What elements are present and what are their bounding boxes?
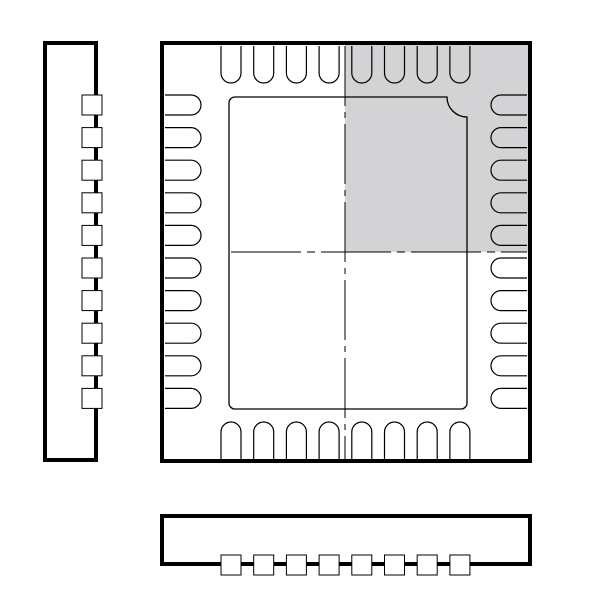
- side-view-left: [43, 41, 103, 462]
- side-lead-terminal: [81, 387, 103, 409]
- side-lead-terminal: [81, 355, 103, 377]
- top-lead-pad: [253, 46, 275, 84]
- left-lead-pad: [165, 290, 202, 312]
- right-lead-pad: [490, 322, 527, 344]
- side-lead-terminal: [81, 127, 103, 149]
- left-lead-pad: [165, 387, 202, 409]
- left-lead-pad: [165, 355, 202, 377]
- right-lead-pad: [490, 192, 527, 214]
- top-lead-pad: [416, 46, 438, 84]
- bottom-lead-terminal: [285, 554, 307, 576]
- left-lead-pad: [165, 192, 202, 214]
- top-lead-pad: [285, 46, 307, 84]
- top-lead-pad: [449, 46, 471, 84]
- side-view-bottom: [160, 514, 532, 576]
- bottom-lead-pad: [351, 421, 373, 459]
- right-lead-pad: [490, 355, 527, 377]
- side-lead-terminal: [81, 322, 103, 344]
- package-body-side-view: [43, 41, 98, 462]
- side-lead-terminal: [81, 290, 103, 312]
- bottom-lead-pad: [220, 421, 242, 459]
- bottom-lead-terminal: [351, 554, 373, 576]
- top-lead-pad: [351, 46, 373, 84]
- bottom-lead-terminal: [416, 554, 438, 576]
- left-lead-pad: [165, 224, 202, 246]
- top-view: [165, 46, 527, 459]
- bottom-lead-pad: [253, 421, 275, 459]
- left-lead-pad: [165, 127, 202, 149]
- side-lead-terminal: [81, 224, 103, 246]
- bottom-lead-terminal: [220, 554, 242, 576]
- exposed-thermal-pad: [228, 96, 468, 410]
- side-lead-terminal: [81, 257, 103, 279]
- side-lead-terminal: [81, 192, 103, 214]
- right-lead-pad: [490, 127, 527, 149]
- bottom-lead-terminal: [449, 554, 471, 576]
- side-lead-terminal: [81, 159, 103, 181]
- top-lead-pad: [220, 46, 242, 84]
- bottom-lead-pad: [383, 421, 406, 459]
- right-lead-pad: [490, 159, 527, 181]
- right-lead-pad: [490, 387, 527, 409]
- right-lead-pad: [490, 290, 527, 312]
- bottom-lead-pad: [318, 421, 340, 459]
- package-body-top-view: [160, 41, 532, 463]
- package-body-bottom-view: [160, 514, 532, 566]
- left-lead-pad: [165, 94, 202, 116]
- bottom-lead-terminal: [253, 554, 275, 576]
- right-lead-pad: [490, 224, 527, 246]
- top-lead-pad: [383, 46, 406, 84]
- left-lead-pad: [165, 159, 202, 181]
- left-lead-pad: [165, 257, 202, 279]
- bottom-lead-terminal: [318, 554, 340, 576]
- top-lead-pad: [318, 46, 340, 84]
- side-lead-terminal: [81, 94, 103, 116]
- bottom-lead-pad: [285, 421, 307, 459]
- right-lead-pad: [490, 257, 527, 279]
- left-lead-pad: [165, 322, 202, 344]
- bottom-lead-pad: [449, 421, 471, 459]
- bottom-lead-terminal: [384, 554, 405, 576]
- right-lead-pad: [490, 94, 527, 116]
- bottom-lead-pad: [416, 421, 438, 459]
